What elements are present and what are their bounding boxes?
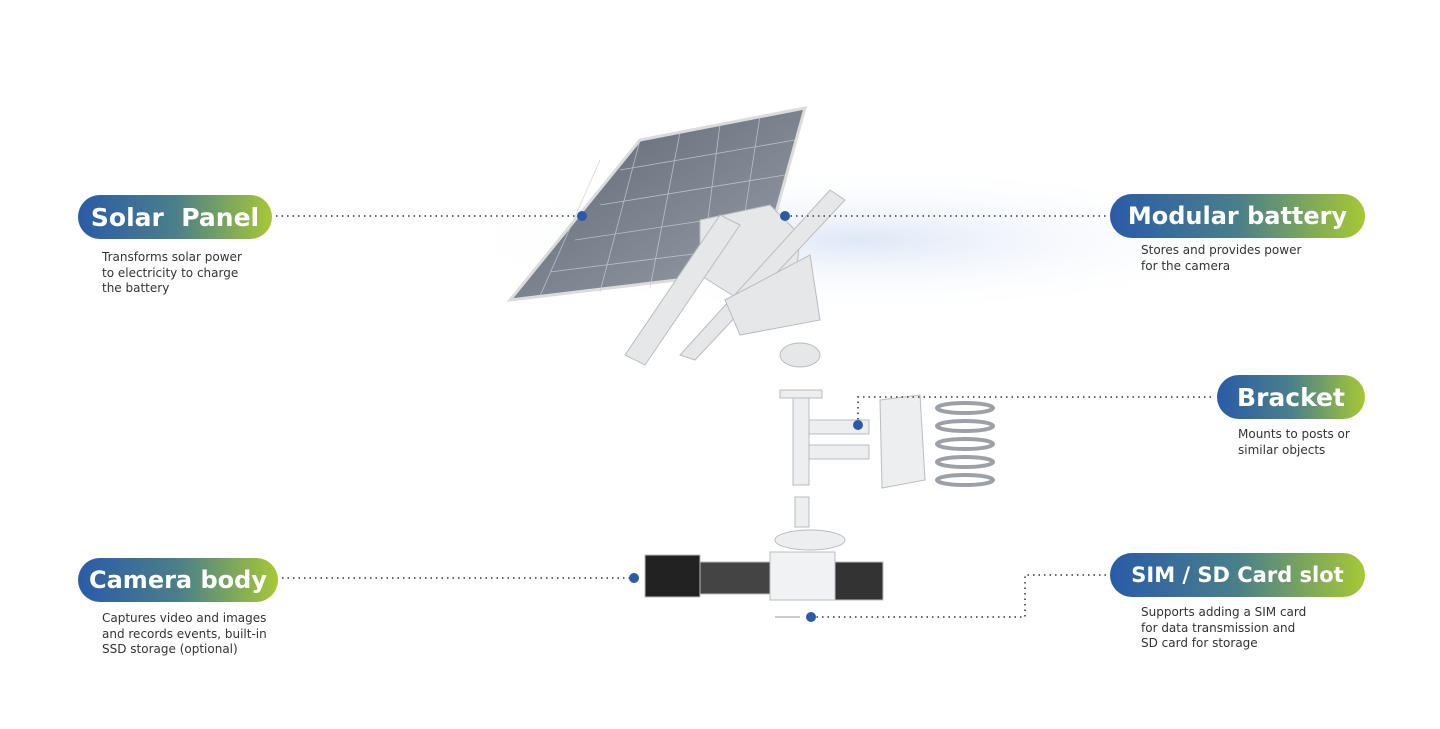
connector-bracket — [857, 396, 1215, 425]
dot-bracket — [853, 420, 863, 430]
desc-line: Captures video and images — [102, 611, 267, 625]
desc-line: Transforms solar power — [102, 250, 242, 264]
dot-solar-panel — [577, 211, 587, 221]
desc-line: SSD storage (optional) — [102, 642, 238, 656]
solar-panel-description: Transforms solar power to electricity to… — [102, 250, 242, 297]
desc-line: for the camera — [1141, 258, 1231, 273]
solar-panel-label: Solar Panel — [78, 195, 272, 239]
camera-image — [644, 529, 884, 618]
desc-line: and records events, built-in — [102, 626, 267, 641]
modular-battery-description: Stores and provides power for the camera — [1141, 243, 1301, 274]
bracket-description: Mounts to posts or similar objects — [1238, 427, 1350, 458]
desc-line: the battery — [102, 281, 170, 295]
desc-line: Mounts to posts or — [1238, 427, 1350, 441]
dot-camera-body — [629, 573, 639, 583]
connector-sim-slot — [811, 574, 1108, 618]
sim-sd-card-slot-label: SIM / SD Card slot — [1110, 553, 1365, 597]
battery-and-mount-image — [624, 189, 846, 368]
desc-line: Supports adding a SIM card — [1141, 605, 1307, 619]
desc-line: to electricity to charge — [102, 265, 239, 280]
bracket-label: Bracket — [1217, 375, 1365, 419]
camera-body-label: Camera body — [78, 558, 278, 602]
modular-battery-label: Modular battery — [1110, 194, 1365, 238]
desc-line: SD card for storage — [1141, 636, 1258, 650]
desc-line: similar objects — [1238, 442, 1326, 457]
dot-sim-slot — [806, 612, 816, 622]
dot-modular-battery — [780, 211, 790, 221]
desc-line: for data transmission and — [1141, 620, 1296, 635]
desc-line: Stores and provides power — [1141, 243, 1302, 257]
sim-sd-card-slot-description: Supports adding a SIM card for data tran… — [1141, 605, 1306, 652]
camera-body-description: Captures video and images and records ev… — [102, 611, 267, 658]
